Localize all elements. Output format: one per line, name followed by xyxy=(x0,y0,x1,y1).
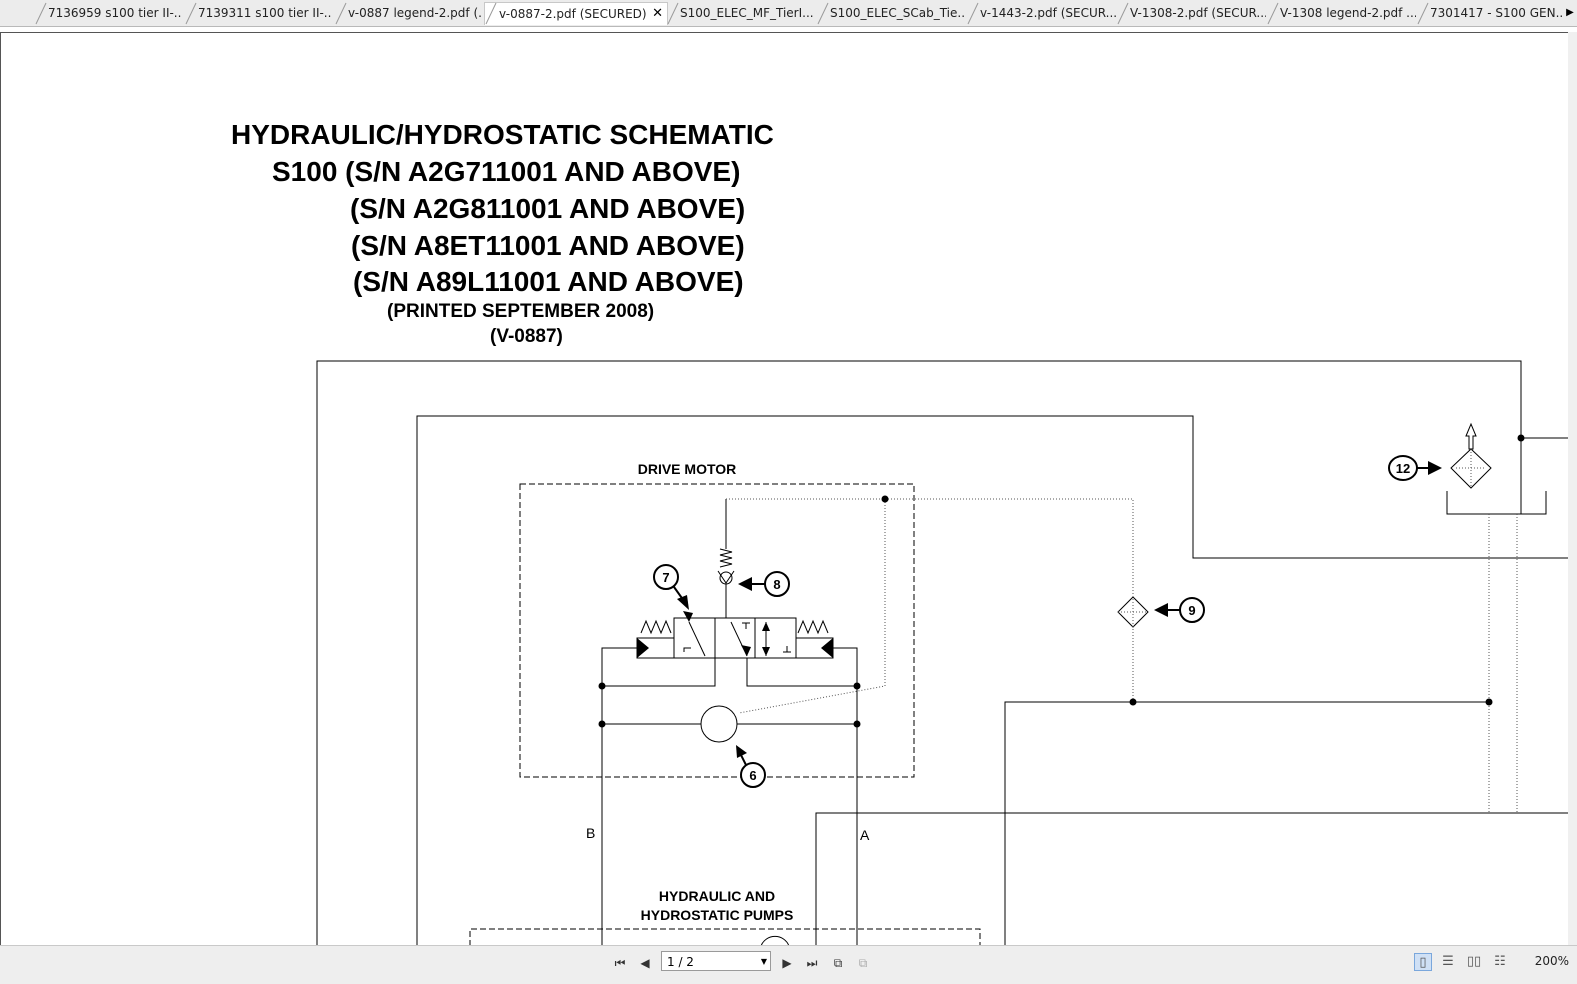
tab-label: S100_ELEC_SCab_Tie... xyxy=(830,6,966,20)
callout-7 xyxy=(653,564,689,610)
callout-label-9: 9 xyxy=(1188,603,1195,618)
tab-7139311[interactable]: 7139311 s100 tier II-... xyxy=(184,2,332,24)
port-b-label: B xyxy=(586,825,595,841)
zoom-level[interactable]: 200% xyxy=(1534,954,1569,968)
printed-date: (PRINTED SEPTEMBER 2008) xyxy=(387,301,655,322)
tab-v-0887-legend[interactable]: v-0887 legend-2.pdf (... xyxy=(334,2,482,24)
tab-v-1308-legend[interactable]: V-1308 legend-2.pdf ... xyxy=(1266,2,1416,24)
tab-label: 7139311 s100 tier II-... xyxy=(198,6,332,20)
facing-view-icon[interactable]: ▯▯ xyxy=(1466,954,1482,969)
facing-continuous-view-icon[interactable]: ☷ xyxy=(1494,954,1506,969)
fit-width-icon[interactable]: ⧉ xyxy=(858,956,868,970)
chevron-down-icon[interactable]: ▼ xyxy=(760,957,767,966)
pumps-label-line1: HYDRAULIC AND xyxy=(659,888,775,904)
callout-label-8: 8 xyxy=(773,577,780,592)
fit-page-icon[interactable]: ⧉ xyxy=(833,956,843,970)
schematic-serial-2: (S/N A2G811001 AND ABOVE) xyxy=(350,193,746,224)
schematic-serial-1: S100 (S/N A2G711001 AND ABOVE) xyxy=(272,156,741,187)
tab-7301417[interactable]: 7301417 - S100 GEN... xyxy=(1416,2,1566,24)
port-a-label: A xyxy=(860,827,870,843)
previous-page-icon[interactable]: ◀ xyxy=(640,956,650,970)
tab-label: V-1308-2.pdf (SECUR... xyxy=(1130,6,1266,20)
tab-label: v-0887 legend-2.pdf (... xyxy=(348,6,482,20)
callout-label-7: 7 xyxy=(662,570,669,585)
last-page-icon[interactable]: ⏭ xyxy=(806,956,818,970)
schematic-serial-4: (S/N A89L11001 AND ABOVE) xyxy=(353,266,744,297)
callout-label-6: 6 xyxy=(749,768,756,783)
document-number: (V-0887) xyxy=(490,326,563,347)
vertical-scrollbar[interactable] xyxy=(1568,32,1577,945)
tab-label: 7136959 s100 tier II-... xyxy=(48,6,182,20)
tab-v-1443[interactable]: v-1443-2.pdf (SECUR... xyxy=(966,2,1116,24)
next-page-icon[interactable]: ▶ xyxy=(782,956,792,970)
tab-s100-elec-scab[interactable]: S100_ELEC_SCab_Tie... xyxy=(816,2,966,24)
drive-motor-label: DRIVE MOTOR xyxy=(638,461,737,477)
status-bar: ⏮ ◀ 1 / 2 ▼ ▶ ⏭ ⧉ ⧉ ▯ ☰ ▯▯ ☷ 200% xyxy=(0,945,1577,984)
schematic-title: HYDRAULIC/HYDROSTATIC SCHEMATIC xyxy=(231,119,774,150)
callout-label-12: 12 xyxy=(1396,461,1410,476)
hydraulic-schematic: 7 8 6 9 12 DRIVE MOTOR HYDRAULIC AND HYD… xyxy=(316,360,1569,946)
close-icon[interactable]: ✕ xyxy=(652,6,663,21)
tab-label: v-0887-2.pdf (SECURED) xyxy=(499,7,647,21)
first-page-icon[interactable]: ⏮ xyxy=(614,956,626,970)
tab-separators xyxy=(35,2,1429,25)
tab-v-0887-secured[interactable]: v-0887-2.pdf (SECURED) ✕ xyxy=(484,2,668,25)
tab-v-1308[interactable]: V-1308-2.pdf (SECUR... xyxy=(1116,2,1266,24)
tab-scroll-right-icon[interactable]: ▶ xyxy=(1563,0,1577,26)
tab-7136959[interactable]: 7136959 s100 tier II-... xyxy=(34,2,182,24)
tab-label: S100_ELEC_MF_TierI... xyxy=(680,6,814,20)
tab-label: V-1308 legend-2.pdf ... xyxy=(1280,6,1416,20)
tab-label: 7301417 - S100 GEN... xyxy=(1430,6,1566,20)
tab-label: v-1443-2.pdf (SECUR... xyxy=(980,6,1116,20)
page-number-field[interactable]: 1 / 2 ▼ xyxy=(661,951,771,971)
document-page: HYDRAULIC/HYDROSTATIC SCHEMATIC S100 (S/… xyxy=(0,32,1569,946)
continuous-view-icon[interactable]: ☰ xyxy=(1442,954,1454,969)
page-indicator: 1 / 2 xyxy=(667,955,694,969)
tab-s100-elec-mf[interactable]: S100_ELEC_MF_TierI... xyxy=(666,2,816,24)
single-page-view-icon[interactable]: ▯ xyxy=(1414,953,1432,971)
pumps-label-line2: HYDROSTATIC PUMPS xyxy=(641,907,794,923)
schematic-serial-3: (S/N A8ET11001 AND ABOVE) xyxy=(351,230,745,261)
tab-bar: 7136959 s100 tier II-... 7139311 s100 ti… xyxy=(0,0,1577,27)
